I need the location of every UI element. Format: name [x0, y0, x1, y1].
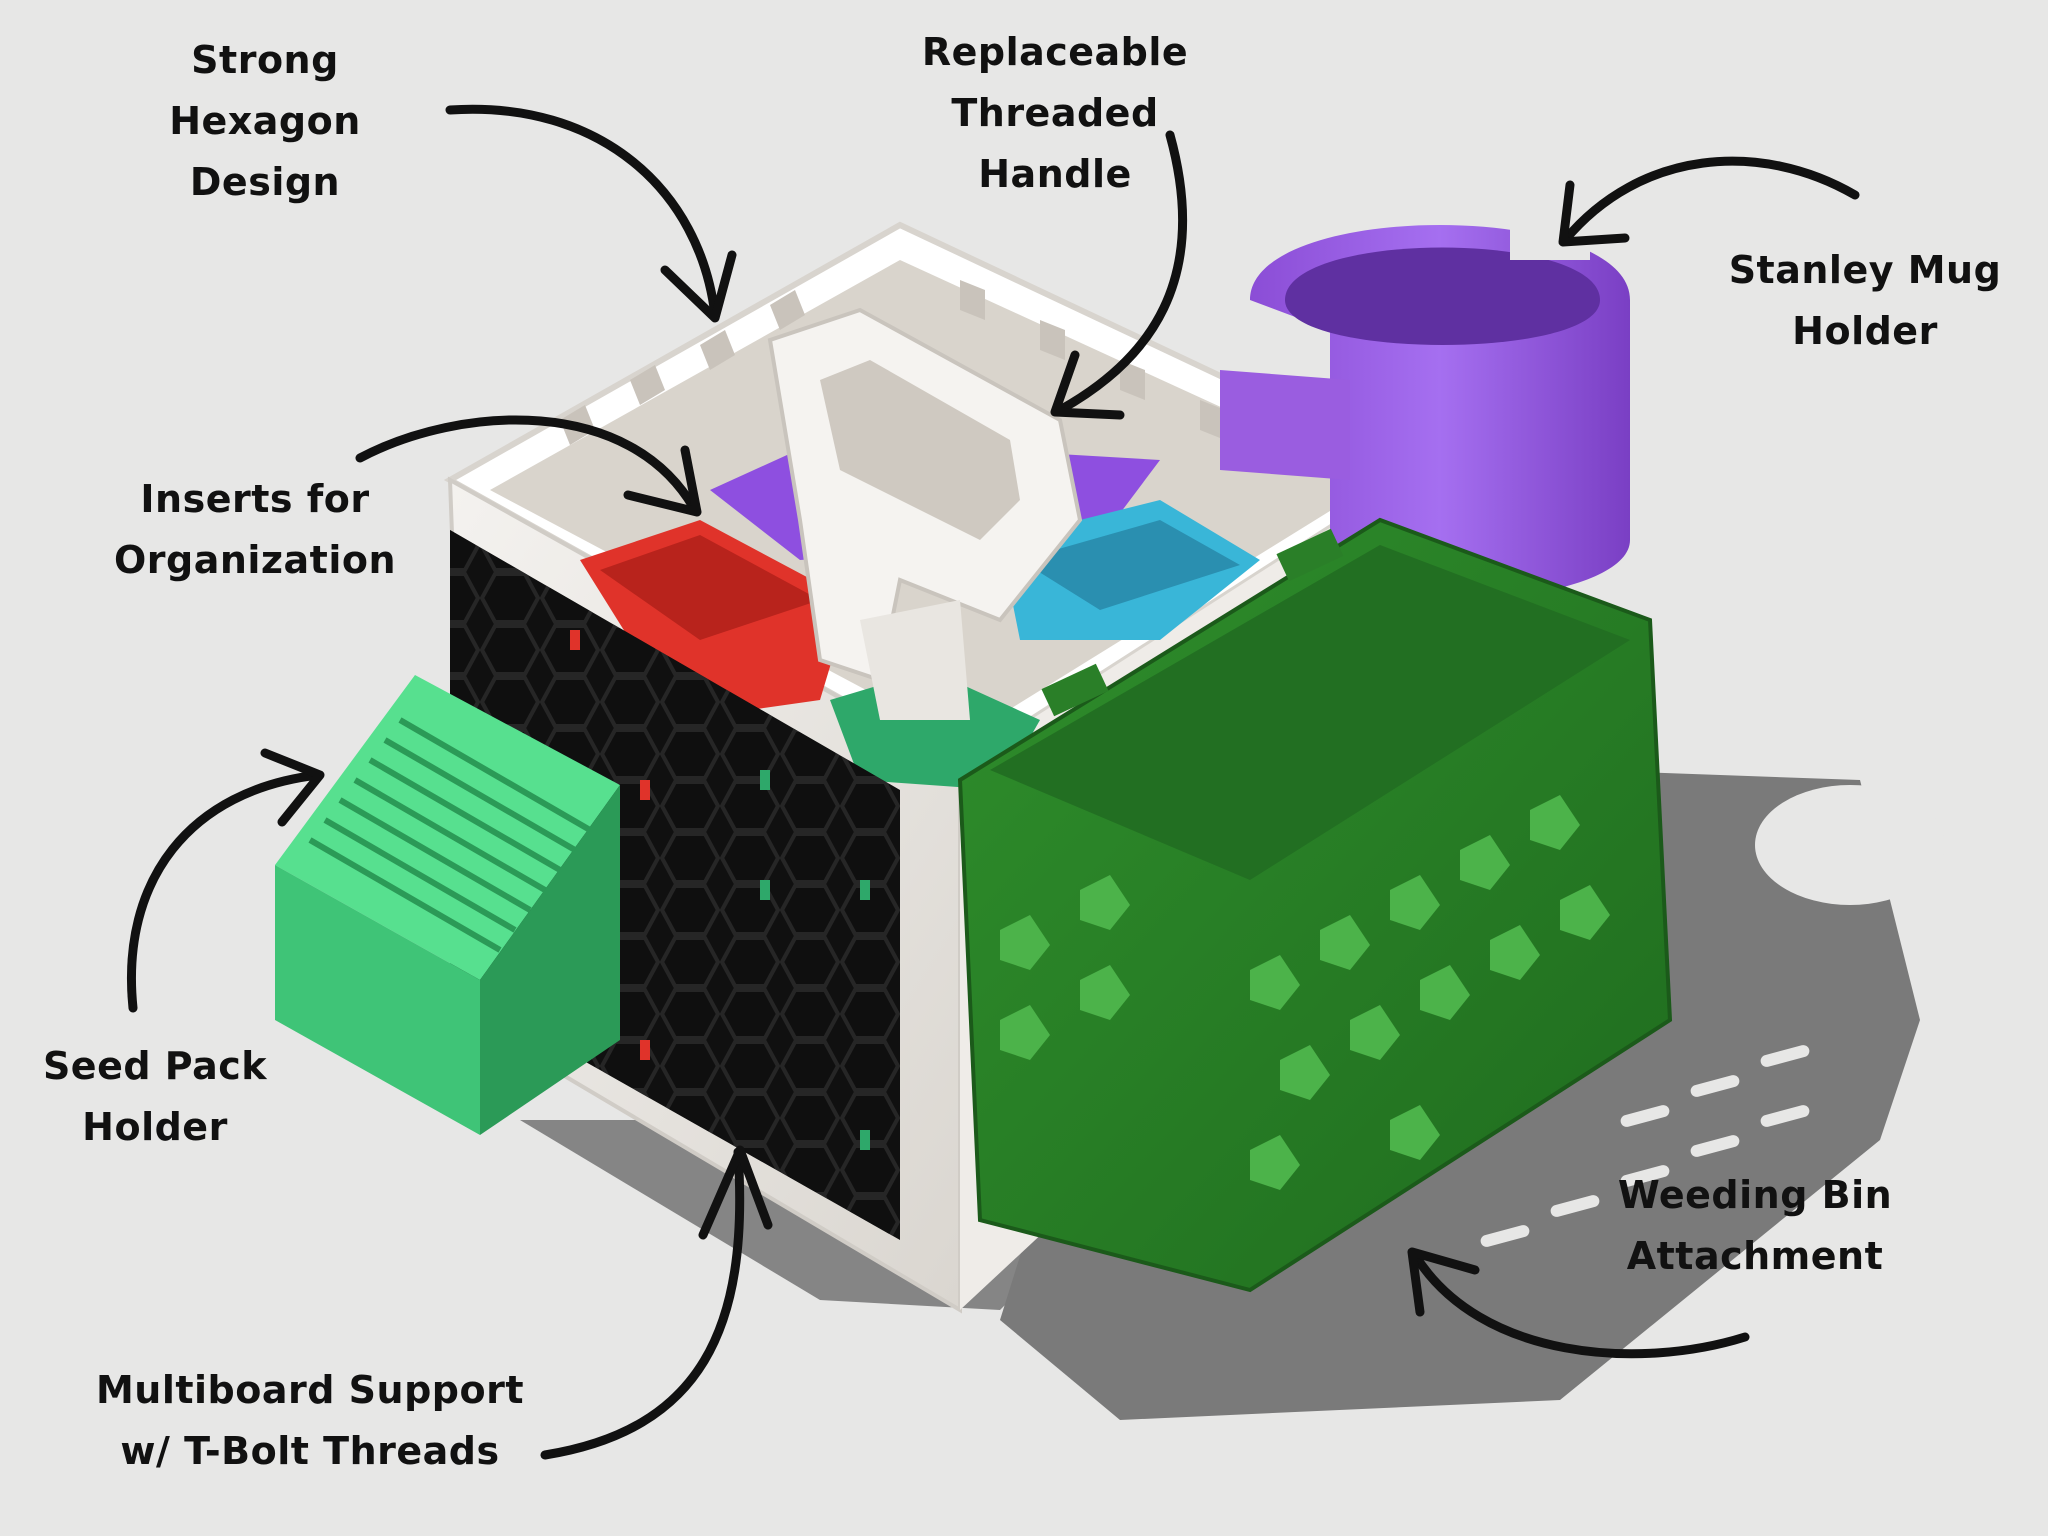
stanley-mug-holder	[1220, 200, 1630, 601]
arrow-inserts	[355, 415, 702, 517]
arrow-multiboard	[540, 1145, 773, 1460]
multiboard-panel	[450, 530, 900, 1240]
arrow-hexagon	[445, 104, 737, 323]
callout-inserts-organization: Inserts for Organization	[113, 477, 397, 582]
callout-stanley-mug-holder: Stanley Mug Holder	[1728, 248, 2002, 353]
callout-arrows	[127, 104, 1860, 1460]
arrow-seed	[127, 748, 325, 1013]
seed-pack-holder	[275, 675, 620, 1135]
callout-multiboard-support: Multiboard Support w/ T-Bolt Threads	[95, 1368, 525, 1473]
weeding-bin	[957, 517, 1673, 1293]
callout-threaded-handle: Replaceable Threaded Handle	[921, 30, 1189, 196]
threaded-handle	[767, 307, 1083, 720]
arrow-weeding	[1407, 1247, 1750, 1359]
callout-seed-pack-holder: Seed Pack Holder	[42, 1044, 268, 1149]
callout-hexagon-design: Strong Hexagon Design	[169, 38, 361, 204]
arrow-handle	[1050, 130, 1188, 420]
arrow-mug	[1558, 156, 1860, 247]
callout-weeding-bin: Weeding Bin Attachment	[1617, 1173, 1893, 1278]
shadow-slots	[1480, 785, 1945, 1247]
